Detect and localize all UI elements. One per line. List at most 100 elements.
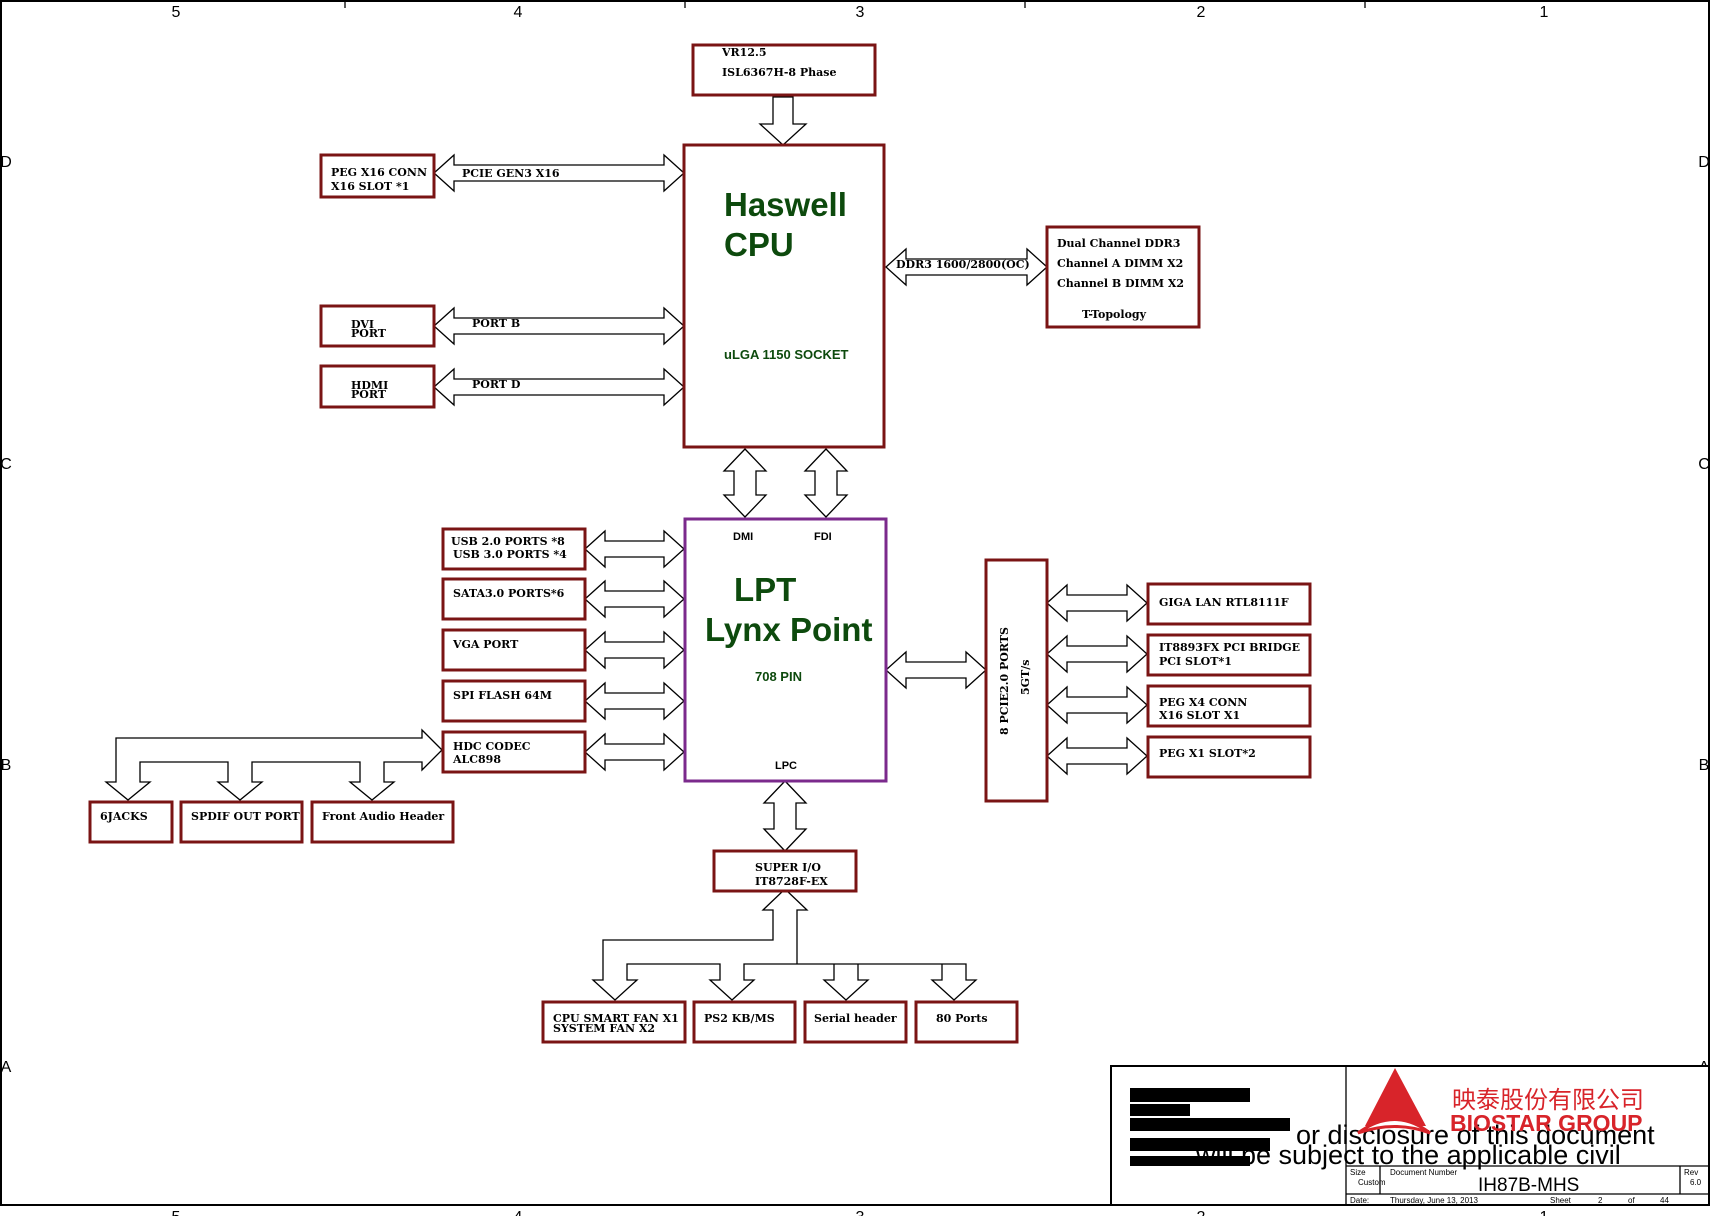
cpu-title-1: Haswell (724, 186, 847, 223)
usb-box (441, 527, 587, 571)
sata-box (441, 577, 587, 621)
superio-label-1: SUPER I/O (755, 861, 821, 874)
date-label: Date: (1350, 1196, 1369, 1205)
pch-title-1: LPT (734, 571, 796, 608)
peg-x16-box (319, 153, 436, 199)
hdmi-label-1: HDMI (351, 379, 388, 392)
pch-to-pcie-arrow (885, 650, 987, 690)
dvi-label-1: DVI (351, 318, 374, 331)
front-audio-box (310, 800, 455, 844)
bus-pcie-gen3: PCIE GEN3 X16 (462, 167, 560, 180)
date-value: Thursday, June 13, 2013 (1390, 1196, 1478, 1205)
dvi-box (319, 304, 436, 348)
vga-box (441, 628, 587, 672)
ddr-box (1045, 225, 1201, 329)
vr-label-2: ISL6367H-8 Phase (722, 66, 836, 79)
vga-arrow (584, 630, 685, 670)
of-label: of (1628, 1196, 1635, 1205)
sata-arrow (584, 579, 685, 619)
hda-arrow (584, 732, 685, 772)
peg-x4-label-1: PEG X4 CONN (1159, 696, 1247, 709)
col-1-bottom: 1 (1540, 1209, 1549, 1216)
vga-label: VGA PORT (452, 638, 519, 651)
row-D-left: D (0, 154, 12, 171)
port80-label: 80 Ports (936, 1012, 988, 1025)
lan-box (1146, 582, 1312, 626)
row-C-left: C (0, 456, 12, 473)
hda-box (441, 730, 587, 774)
lan-arrow (1046, 583, 1148, 623)
dmi-arrow (722, 448, 768, 518)
ps2-box (692, 1000, 797, 1044)
col-4-top: 4 (514, 4, 523, 21)
hdmi-box (319, 364, 436, 409)
spi-label: SPI FLASH 64M (453, 689, 552, 702)
sata-label: SATA3.0 PORTS*6 (453, 587, 565, 600)
spi-box (441, 679, 587, 723)
cpu-socket: uLGA 1150 SOCKET (724, 347, 849, 362)
pci-bridge-label-2: PCI SLOT*1 (1159, 655, 1232, 668)
row-A-left: A (1, 1059, 12, 1076)
size-label: Size (1350, 1168, 1366, 1177)
serial-label: Serial header (814, 1012, 897, 1025)
spdif-box (179, 800, 304, 844)
row-D-right: D (1698, 154, 1710, 171)
pch-title-2: Lynx Point (705, 611, 872, 648)
pcie-hub-box (984, 558, 1049, 803)
superio-tree (591, 888, 978, 1001)
peg-x1-label: PEG X1 SLOT*2 (1159, 747, 1256, 760)
rev-label: Rev (1684, 1168, 1698, 1177)
rev-value: 6.0 (1690, 1178, 1702, 1187)
fdi-arrow (803, 448, 849, 518)
fdi-label: FDI (814, 531, 832, 543)
title-block: or disclosure of this document will be s… (1110, 1065, 1710, 1206)
pci-bridge-label-1: IT8893FX PCI BRIDGE (1159, 641, 1300, 654)
pci-bridge-box (1146, 633, 1312, 677)
col-2-bottom: 2 (1197, 1209, 1206, 1216)
row-B-right: B (1699, 757, 1710, 774)
peg-x16-label-2: X16 SLOT *1 (331, 180, 409, 193)
usb-arrow (584, 529, 685, 569)
confidential-notice: or disclosure of this document will be s… (1130, 1088, 1655, 1170)
fans-box (541, 1000, 687, 1044)
sheet-value: 2 (1598, 1196, 1603, 1205)
size-value: Custom (1358, 1178, 1386, 1187)
notice-line-1: or disclosure of this document (1296, 1120, 1655, 1150)
col-5-top: 5 (172, 4, 181, 21)
col-3-bottom: 3 (856, 1209, 865, 1216)
lan-label: GIGA LAN RTL8111F (1159, 596, 1289, 609)
col-5-bottom: 5 (172, 1209, 181, 1216)
bus-ddr3: DDR3 1600/2800(OC) (896, 258, 1030, 271)
hda-label-2: ALC898 (452, 753, 501, 766)
spi-arrow (584, 681, 685, 721)
col-4-bottom: 4 (514, 1209, 523, 1216)
sheet-label: Sheet (1550, 1196, 1572, 1205)
row-B-left: B (1, 757, 12, 774)
pch-pins: 708 PIN (755, 669, 802, 684)
vr-box (691, 43, 877, 97)
vr-to-cpu-arrow (758, 96, 808, 146)
ddr-label-2: Channel A DIMM X2 (1057, 257, 1183, 270)
superio-label-2: IT8728F-EX (755, 875, 828, 888)
lpc-arrow (762, 780, 808, 852)
fans-label-1: CPU SMART FAN X1 (553, 1012, 679, 1025)
col-1-top: 1 (1540, 4, 1549, 21)
hda-label-1: HDC CODEC (453, 740, 531, 753)
port80-box (914, 1000, 1019, 1044)
fans-label-2: SYSTEM FAN X2 (553, 1022, 655, 1035)
bus-port-b: PORT B (472, 317, 520, 330)
audio-tree (104, 728, 443, 801)
col-3-top: 3 (856, 4, 865, 21)
ddr-label-4: T-Topology (1082, 308, 1147, 321)
pci-bridge-arrow (1046, 634, 1148, 674)
peg-x16-label-1: PEG X16 CONN (331, 166, 427, 179)
peg-x4-box (1146, 684, 1312, 728)
notice-line-2: will be subject to the applicable civil (1195, 1140, 1621, 1170)
peg-x1-arrow (1046, 736, 1148, 776)
peg-x4-label-2: X16 SLOT X1 (1159, 709, 1240, 722)
ps2-label: PS2 KB/MS (704, 1012, 775, 1025)
jacks-box (88, 800, 174, 844)
ddr-label-1: Dual Channel DDR3 (1057, 237, 1180, 250)
hdmi-label-2: PORT (351, 388, 387, 401)
